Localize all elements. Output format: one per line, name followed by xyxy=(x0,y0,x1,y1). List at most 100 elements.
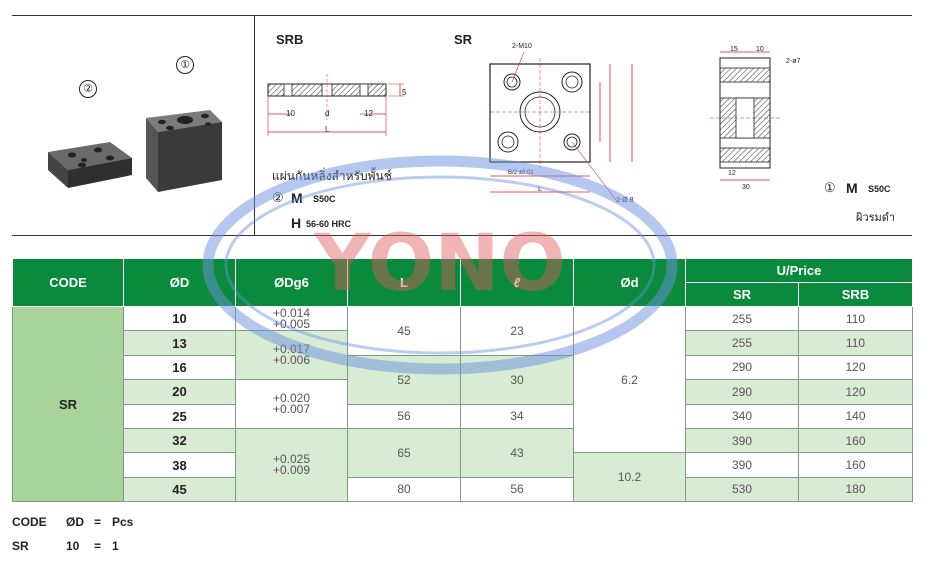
footer-od-value: 10 xyxy=(66,539,80,553)
col-code: CODE xyxy=(12,258,124,307)
srb-dim-d: d xyxy=(325,109,330,118)
col-l: L xyxy=(347,258,461,307)
price-srb: 180 xyxy=(798,476,913,503)
col-srb: SRB xyxy=(798,282,913,307)
price-srb: 120 xyxy=(798,354,913,381)
tol-upper: +0.025 xyxy=(272,452,311,467)
side-dim-10: 10 xyxy=(756,46,764,53)
side-dim-12: 12 xyxy=(728,170,736,177)
sr-section-drawing xyxy=(710,51,782,181)
price-srb: 110 xyxy=(798,330,913,356)
material-grade-2: S50C xyxy=(313,194,336,204)
material-marker-1: ① xyxy=(824,180,836,195)
srb-dim-10: 10 xyxy=(286,109,295,118)
ell-cell: 30 xyxy=(460,354,574,405)
price-sr: 390 xyxy=(685,427,799,454)
diameter-cell: 45 xyxy=(123,476,236,503)
tolerance-cell: +0.025+0.009 xyxy=(235,427,348,503)
col-price: U/Price xyxy=(685,258,913,283)
price-sr: 390 xyxy=(685,452,799,478)
table-row: 32 +0.025+0.009 65 43 390 160 xyxy=(13,427,913,503)
side-dim-30: 30 xyxy=(742,184,750,191)
l-cell: 56 xyxy=(347,403,461,429)
l-cell: 80 xyxy=(347,476,461,503)
hardness-value: 56-60 HRC xyxy=(306,219,352,229)
footer-line-1: CODE ØD = Pcs xyxy=(12,515,133,529)
footer-code-label: CODE xyxy=(12,515,47,529)
table-row: 25 56 34 340 140 xyxy=(13,403,913,429)
price-srb: 140 xyxy=(798,403,913,429)
material-marker-2: ② xyxy=(272,190,284,205)
srb-drawing xyxy=(267,74,404,136)
hardness-letter: H xyxy=(291,215,302,231)
footer-pcs-label: Pcs xyxy=(112,515,134,529)
tol-lower: +0.007 xyxy=(272,402,311,417)
table-row: SR 10 +0.014+0.005 45 23 6.2 255 110 xyxy=(12,305,913,503)
price-srb: 160 xyxy=(798,427,913,454)
l-cell: 65 xyxy=(347,427,461,478)
tolerance-cell: +0.020+0.007 xyxy=(235,379,348,429)
side-dim-15: 15 xyxy=(730,46,738,53)
sr-dim-holes: 2-Ø 8 xyxy=(616,197,634,204)
diameter-cell: 10 xyxy=(123,305,236,332)
diameter-cell: 13 xyxy=(123,330,236,356)
vertical-divider xyxy=(254,15,255,235)
ell-cell: 23 xyxy=(460,306,574,356)
table-row: 20 +0.020+0.007 290 120 xyxy=(13,379,913,429)
product-photo xyxy=(48,110,222,192)
tol-upper: +0.020 xyxy=(272,391,311,406)
tol-lower: +0.005 xyxy=(272,316,311,331)
price-sr: 290 xyxy=(685,354,799,381)
callout-part-2: ② xyxy=(79,80,97,98)
price-srb: 110 xyxy=(798,305,913,332)
diameter-cell: 38 xyxy=(123,452,236,478)
material-letter-1: M xyxy=(846,180,858,196)
material-grade-1: S50C xyxy=(868,184,891,194)
price-srb: 120 xyxy=(798,379,913,405)
footer-pcs-value: 1 xyxy=(112,539,119,553)
sr-dim-m10: 2-M10 xyxy=(512,43,532,50)
price-sr: 255 xyxy=(685,305,799,332)
callout-part-1: ① xyxy=(176,56,194,74)
side-dim-7: 2-ø7 xyxy=(786,58,801,65)
srb-title: SRB xyxy=(276,32,304,47)
price-sr: 290 xyxy=(685,379,799,405)
col-od: ØD xyxy=(123,258,236,307)
col-ell: ℓ xyxy=(460,258,574,307)
price-srb: 160 xyxy=(798,452,913,478)
price-sr: 255 xyxy=(685,330,799,356)
footer-eq: = xyxy=(94,515,102,529)
footer-code-value: SR xyxy=(12,539,29,553)
tol-lower: +0.006 xyxy=(272,353,311,368)
footer-od-label: ØD xyxy=(66,515,84,529)
srb-dim-L: L xyxy=(325,125,330,134)
section-divider xyxy=(12,235,912,236)
price-sr: 340 xyxy=(685,403,799,429)
l-cell: 52 xyxy=(347,354,461,405)
table-row: 45 80 56 530 180 xyxy=(13,476,913,503)
finish-note: ผิวรมดำ xyxy=(856,211,896,224)
l-cell: 45 xyxy=(347,306,461,356)
price-table: CODE ØD ØDg6 L ℓ Ød U/Price SR SRB SR 10… xyxy=(12,258,913,503)
tol-lower: +0.009 xyxy=(272,463,311,478)
d-cell: 6.2 xyxy=(573,305,686,454)
srb-dim-5: 5 xyxy=(402,88,407,97)
footer-line-2: SR 10 = 1 xyxy=(12,539,119,553)
diameter-cell: 20 xyxy=(123,379,236,405)
table-row: 16 52 30 290 120 xyxy=(13,354,913,405)
diameter-cell: 25 xyxy=(123,403,236,429)
table-row: 38 10.2 390 160 xyxy=(13,452,913,503)
col-od-small: Ød xyxy=(573,258,686,307)
ell-cell: 34 xyxy=(460,403,574,429)
d-cell: 10.2 xyxy=(573,452,686,503)
diameter-cell: 16 xyxy=(123,354,236,381)
col-odg6: ØDg6 xyxy=(235,258,348,307)
col-sr: SR xyxy=(685,282,799,307)
price-sr: 530 xyxy=(685,476,799,503)
sr-dim-b: B/2 ±0.01 xyxy=(508,170,534,176)
sr-drawing xyxy=(489,51,633,201)
srb-dim-12: 12 xyxy=(364,109,373,118)
thai-caption: แผ่นกันหลิ่งสำหรับพั้นช์ xyxy=(272,169,392,183)
footer-eq: = xyxy=(94,539,102,553)
top-rule xyxy=(12,15,912,16)
